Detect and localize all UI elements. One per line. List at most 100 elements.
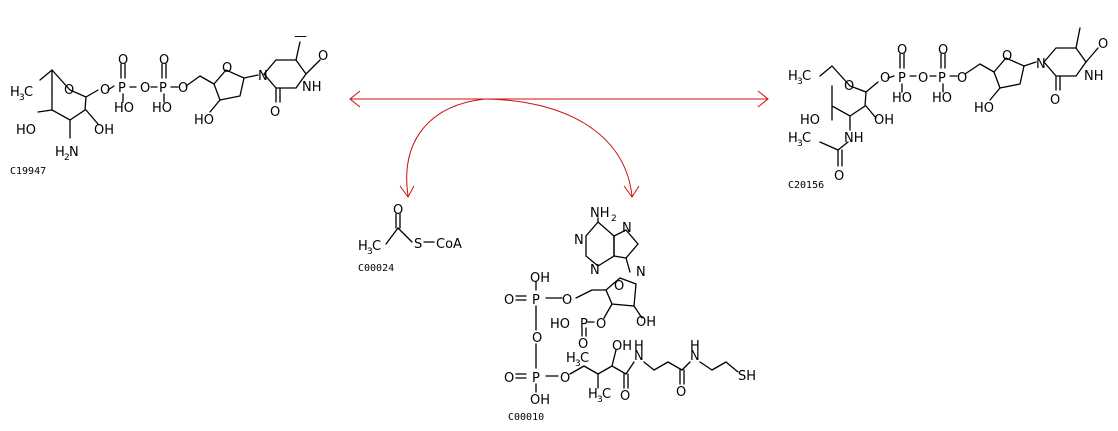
svg-text:O: O	[178, 81, 188, 96]
svg-text:H: H	[55, 145, 65, 160]
svg-text:H: H	[788, 69, 798, 84]
svg-text:OH: OH	[636, 315, 656, 330]
svg-text:NH: NH	[844, 131, 864, 146]
svg-text:HO: HO	[932, 91, 952, 106]
svg-text:O: O	[393, 203, 403, 218]
svg-text:O: O	[834, 169, 844, 184]
svg-text:N: N	[690, 349, 700, 364]
svg-text:HO: HO	[974, 101, 994, 116]
compound-c19947: H 3 C O HO OH H 2 N O P O HO O P O HO O …	[10, 29, 328, 177]
svg-text:O: O	[1050, 93, 1060, 108]
svg-text:C: C	[372, 239, 381, 254]
arrowhead-acetyl-coa	[399, 185, 415, 198]
compound-id-c20156[interactable]: C20156	[788, 180, 824, 191]
svg-text:H: H	[358, 239, 368, 254]
svg-text:O: O	[159, 53, 169, 68]
svg-text:P: P	[532, 293, 540, 308]
svg-text:N: N	[634, 349, 644, 364]
svg-text:HO: HO	[194, 113, 214, 128]
svg-text:N: N	[636, 265, 646, 280]
svg-text:O: O	[676, 385, 686, 400]
svg-text:O: O	[318, 49, 328, 64]
svg-text:HO: HO	[550, 317, 570, 332]
svg-text:O: O	[620, 389, 630, 404]
svg-text:HO: HO	[16, 123, 36, 138]
svg-text:3: 3	[597, 395, 603, 405]
svg-text:O: O	[897, 43, 907, 58]
svg-text:H: H	[788, 131, 798, 146]
svg-text:S: S	[414, 237, 422, 252]
svg-text:O: O	[562, 293, 572, 308]
side-arrow-to-acetyl-coa	[406, 98, 486, 197]
svg-text:O: O	[844, 79, 854, 94]
svg-text:P: P	[938, 71, 946, 86]
svg-text:C: C	[802, 131, 811, 146]
svg-text:P: P	[532, 371, 540, 386]
compound-c00024: H 3 C O S CoA C00024	[358, 203, 462, 274]
svg-text:P: P	[580, 317, 588, 332]
side-arrow-to-coa	[484, 98, 633, 197]
svg-text:OH: OH	[94, 123, 114, 138]
svg-text:HO: HO	[114, 101, 134, 116]
svg-text:3: 3	[797, 139, 803, 149]
svg-text:O: O	[222, 61, 232, 76]
svg-text:H: H	[634, 339, 644, 354]
svg-text:CoA: CoA	[436, 237, 462, 252]
svg-text:OH: OH	[874, 113, 894, 128]
svg-text:—: —	[294, 29, 307, 44]
svg-text:NH: NH	[302, 80, 322, 95]
svg-text:N: N	[1036, 57, 1046, 72]
svg-text:O: O	[504, 293, 514, 308]
compound-id-c00024[interactable]: C00024	[358, 263, 394, 274]
svg-text:O: O	[614, 279, 624, 294]
svg-text:H: H	[690, 339, 700, 354]
svg-text:3: 3	[19, 93, 25, 103]
svg-text:H: H	[588, 387, 598, 402]
svg-text:N: N	[69, 145, 79, 160]
svg-text:NH: NH	[590, 206, 610, 221]
svg-text:O: O	[1098, 37, 1108, 52]
compound-c00010: NH 2 N N N N O OH O P HO O O OH P O O P …	[504, 206, 756, 423]
svg-text:O: O	[578, 337, 588, 352]
svg-text:P: P	[159, 81, 167, 96]
reaction-arrows	[349, 90, 769, 198]
svg-text:3: 3	[575, 359, 581, 369]
svg-text:O: O	[560, 371, 570, 386]
compound-id-c00010[interactable]: C00010	[508, 412, 544, 423]
svg-text:O: O	[957, 71, 967, 86]
svg-text:N: N	[574, 233, 584, 248]
arrowhead-right	[757, 90, 769, 108]
svg-text:O: O	[532, 331, 542, 346]
svg-text:H: H	[10, 85, 20, 100]
svg-text:O: O	[140, 81, 150, 96]
arrowhead-left	[349, 90, 361, 108]
svg-text:P: P	[898, 71, 906, 86]
svg-text:HO: HO	[800, 113, 820, 128]
svg-text:3: 3	[367, 247, 373, 257]
compound-c20156: H 3 C O HO OH NH H 3 C O O P O HO O P O …	[788, 27, 1108, 191]
svg-text:C: C	[802, 69, 811, 84]
svg-text:HO: HO	[892, 91, 912, 106]
svg-text:O: O	[270, 105, 280, 120]
svg-text:N: N	[590, 263, 600, 278]
svg-text:O: O	[1002, 49, 1012, 64]
svg-text:OH: OH	[530, 271, 550, 286]
svg-text:C: C	[580, 351, 589, 366]
svg-text:2: 2	[611, 214, 617, 224]
svg-text:O: O	[100, 83, 110, 98]
svg-text:C: C	[24, 85, 33, 100]
svg-text:N: N	[622, 221, 632, 236]
ring-o: O	[64, 83, 74, 98]
svg-text:H: H	[566, 351, 576, 366]
compound-id-c19947[interactable]: C19947	[10, 166, 46, 177]
svg-text:O: O	[938, 43, 948, 58]
arrowhead-coa	[623, 185, 640, 198]
svg-text:HO: HO	[152, 101, 172, 116]
svg-text:2: 2	[64, 153, 70, 163]
svg-text:O: O	[918, 71, 928, 86]
svg-text:NH: NH	[1084, 69, 1104, 84]
svg-text:O: O	[118, 53, 128, 68]
svg-text:3: 3	[797, 77, 803, 87]
svg-text:P: P	[118, 81, 126, 96]
